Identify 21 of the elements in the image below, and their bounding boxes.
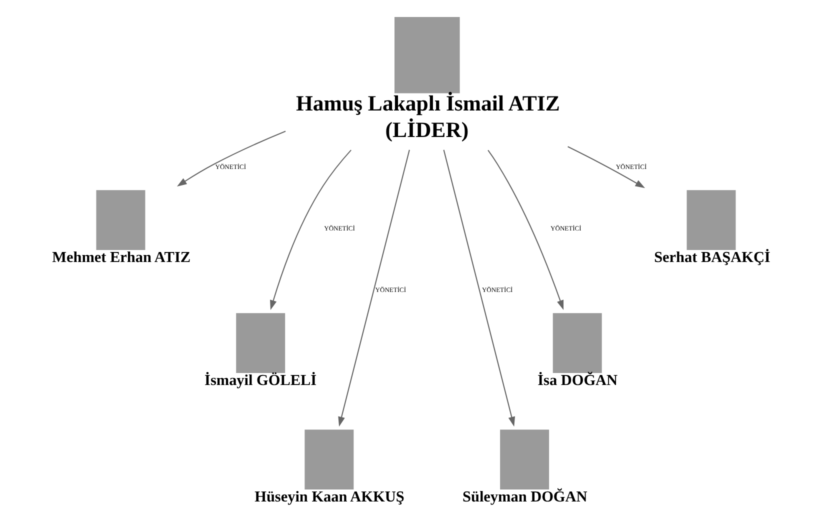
node-box (552, 313, 602, 373)
node-label: İsa DOĞAN (538, 372, 618, 390)
node-label: (LİDER) (385, 118, 469, 142)
node-label: Serhat BAŞAKÇİ (654, 249, 770, 266)
node-label: Mehmet Erhan ATIZ (52, 249, 191, 266)
node-box (236, 313, 286, 373)
node-label: Hüseyin Kaan AKKUŞ (254, 488, 404, 506)
node-label: Hamuş Lakaplı İsmail ATIZ (296, 92, 560, 116)
node-box (304, 430, 354, 490)
arrow (270, 150, 352, 310)
node-label: Süleyman DOĞAN (462, 488, 588, 506)
arrow (443, 150, 516, 427)
arrow (568, 146, 646, 188)
node-box (96, 190, 146, 250)
node-box (394, 17, 460, 94)
node-box (686, 190, 736, 250)
arrow (176, 130, 286, 186)
node-box (500, 430, 550, 490)
arrow (488, 150, 564, 310)
node-label: İsmayil GÖLELİ (204, 372, 317, 390)
arrow (338, 150, 410, 427)
